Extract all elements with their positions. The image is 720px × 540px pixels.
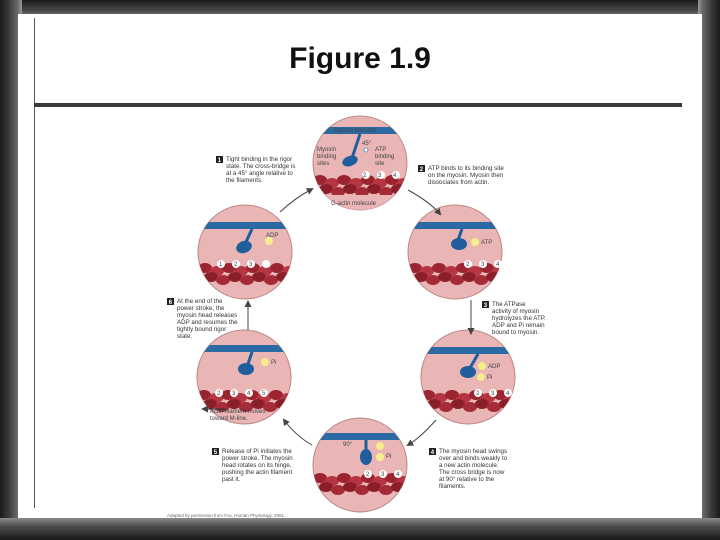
label-atp-binding-site-3: site <box>375 161 385 167</box>
step-4-line-3: a new actin molecule. <box>439 462 499 469</box>
slide-frame-right <box>698 0 720 540</box>
slide-frame-top <box>0 0 720 18</box>
figure-credit: Adapted by permission from Fox, Human Ph… <box>167 513 286 518</box>
actin-number-3-c4: 3 <box>381 472 385 478</box>
label-atp-binding-site-1: ATP <box>375 147 386 153</box>
state-circle-2 <box>407 204 503 300</box>
actin-number-3-c3: 3 <box>491 391 495 397</box>
label-angle-45: 45° <box>362 141 372 147</box>
label-myosin-filament: Myosin filament <box>334 128 376 134</box>
actin-number-2-c4: 2 <box>366 472 370 478</box>
label-pi-circle-4: Pi <box>386 454 391 460</box>
actin-number-1-c5: 1 <box>202 391 206 397</box>
actin-number-3: 3 <box>378 173 382 179</box>
step-number-4: 4 <box>431 450 435 456</box>
step-2-line-3: dissociates from actin. <box>428 179 489 186</box>
step-4-line-5: at 90° relative to the <box>439 476 495 483</box>
label-adp-circle-6: ADP <box>266 233 278 239</box>
step-1-line-2: state. The cross-bridge is <box>226 163 295 170</box>
step-5-line-1: Release of Pi initiates the <box>222 448 292 455</box>
step-caption-6: 6 At the end of the power stroke, the my… <box>167 298 238 340</box>
step-number-1: 1 <box>218 158 222 164</box>
actin-number-2-c2: 2 <box>466 262 470 268</box>
step-3-line-3: hydrolyzes the ATP. <box>492 315 546 322</box>
label-pi-circle-5: Pi <box>271 360 276 366</box>
actin-number-4-c5: 4 <box>247 391 251 397</box>
step-6-line-3: myosin head releases <box>177 312 237 319</box>
actin-number-4-c3: 4 <box>506 391 510 397</box>
step-5-line-2: power stroke. The myosin <box>222 455 293 462</box>
label-atp-circle-2: ATP <box>481 240 492 246</box>
step-3-line-4: ADP and Pi remain <box>492 322 545 329</box>
state-circle-6 <box>197 204 293 300</box>
slide-title: Figure 1.9 <box>289 42 431 75</box>
actin-number-2-c6: 2 <box>234 262 238 268</box>
step-1-line-3: at a 45° angle relative to <box>226 170 293 177</box>
step-5-line-4: pushing the actin filament <box>222 469 292 476</box>
label-myosin-binding-sites-1: Myosin <box>317 147 336 153</box>
slide-frame-left <box>0 0 22 540</box>
actin-number-3-c6: 3 <box>249 262 253 268</box>
step-number-6: 6 <box>169 300 173 306</box>
state-circle-3 <box>420 329 516 425</box>
step-number-5: 5 <box>214 450 218 456</box>
actin-number-2-c3: 2 <box>476 391 480 397</box>
actin-number-4-c2: 4 <box>496 262 500 268</box>
label-myosin-binding-sites-2: binding <box>317 154 336 160</box>
actin-number-5-c5: 5 <box>262 391 266 397</box>
cycle-arrow-3-4 <box>406 419 437 447</box>
label-angle-90: 90° <box>343 442 353 448</box>
label-atp-binding-site-2: binding <box>375 154 394 160</box>
step-number-2: 2 <box>420 167 424 173</box>
actin-number-1-c6: 1 <box>219 262 223 268</box>
actin-number-4-c4: 4 <box>396 472 400 478</box>
label-actin-moves-1: Actin filament moves <box>210 409 265 415</box>
step-5-line-3: head rotates on its hinge, <box>222 462 292 469</box>
step-6-line-2: power stroke, the <box>177 305 225 312</box>
cycle-arrow-6-1 <box>279 188 314 213</box>
step-2-line-1: ATP binds to its binding site <box>428 165 504 172</box>
state-circle-5 <box>196 329 292 425</box>
step-1-line-4: the filaments. <box>226 177 263 184</box>
actin-number-2-c5: 2 <box>217 391 221 397</box>
slide-frame-bottom <box>0 518 720 540</box>
label-myosin-binding-sites-3: sites <box>317 161 329 167</box>
actin-number-2: 2 <box>363 173 367 179</box>
title-vertical-rule <box>34 18 35 508</box>
step-caption-5: 5 Release of Pi initiates the power stro… <box>212 448 293 483</box>
step-3-line-2: activity of myosin <box>492 308 540 315</box>
step-4-line-4: The cross bridge is now <box>439 469 505 476</box>
label-pi-circle-3: Pi <box>487 375 492 381</box>
cycle-arrow-1-2 <box>407 189 442 216</box>
step-4-line-1: The myosin head swings <box>439 448 507 455</box>
step-5-line-5: past it. <box>222 476 241 483</box>
step-caption-1: 1 Tight binding in the rigor state. The … <box>216 156 295 184</box>
step-3-line-5: bound to myosin. <box>492 329 539 336</box>
actin-number-3-c5: 3 <box>232 391 236 397</box>
state-circle-4 <box>312 417 408 513</box>
cycle-arrow-4-5 <box>282 418 313 446</box>
step-2-line-2: on the myosin. Myosin then <box>428 172 504 179</box>
step-1-line-1: Tight binding in the rigor <box>226 156 292 163</box>
step-4-line-6: filaments. <box>439 483 466 490</box>
step-4-line-2: over and binds weakly to <box>439 455 508 462</box>
step-caption-3: 3 The ATPase activity of myosin hydrolyz… <box>482 301 546 336</box>
label-actin-moves-2: toward M-line. <box>210 416 248 422</box>
step-6-line-1: At the end of the <box>177 298 223 305</box>
label-adp-circle-3: ADP <box>488 364 500 370</box>
actin-number-4: 4 <box>393 173 397 179</box>
step-caption-4: 4 The myosin head swings over and binds … <box>429 448 508 490</box>
step-6-line-6: state. <box>177 333 192 340</box>
actin-number-3-c2: 3 <box>481 262 485 268</box>
step-caption-2: 2 ATP binds to its binding site on the m… <box>418 165 504 186</box>
step-number-3: 3 <box>484 303 488 309</box>
step-6-line-5: tightly bound rigor <box>177 326 226 333</box>
label-g-actin-molecule: G-actin molecule <box>331 201 377 207</box>
step-6-line-4: ADP and resumes the <box>177 319 238 326</box>
step-3-line-1: The ATPase <box>492 301 526 308</box>
title-horizontal-rule <box>34 103 682 107</box>
